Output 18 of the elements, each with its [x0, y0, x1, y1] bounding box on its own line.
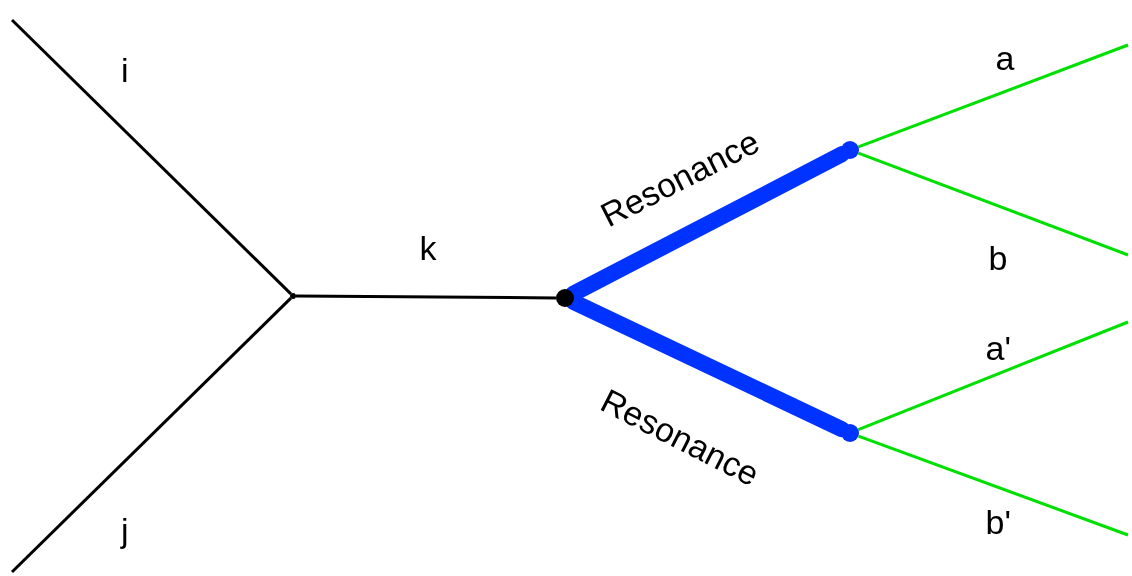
- line: [857, 320, 1129, 432]
- edge-label: i: [121, 50, 129, 90]
- junction-point: [556, 289, 574, 307]
- junction-point: [290, 293, 296, 299]
- edge-label: k: [419, 228, 437, 268]
- line: [10, 18, 292, 295]
- edge-label: a: [995, 38, 1015, 78]
- line: [857, 434, 1129, 537]
- edge-label: a': [985, 328, 1011, 368]
- edge-label: b': [985, 502, 1011, 542]
- junction-point: [841, 424, 859, 442]
- line: [857, 43, 1129, 149]
- line: [10, 297, 292, 574]
- line: [296, 294, 556, 300]
- edge-label: j: [121, 510, 129, 550]
- line: [857, 151, 1129, 257]
- junction-point: [841, 141, 859, 159]
- edge-label: b: [988, 238, 1008, 278]
